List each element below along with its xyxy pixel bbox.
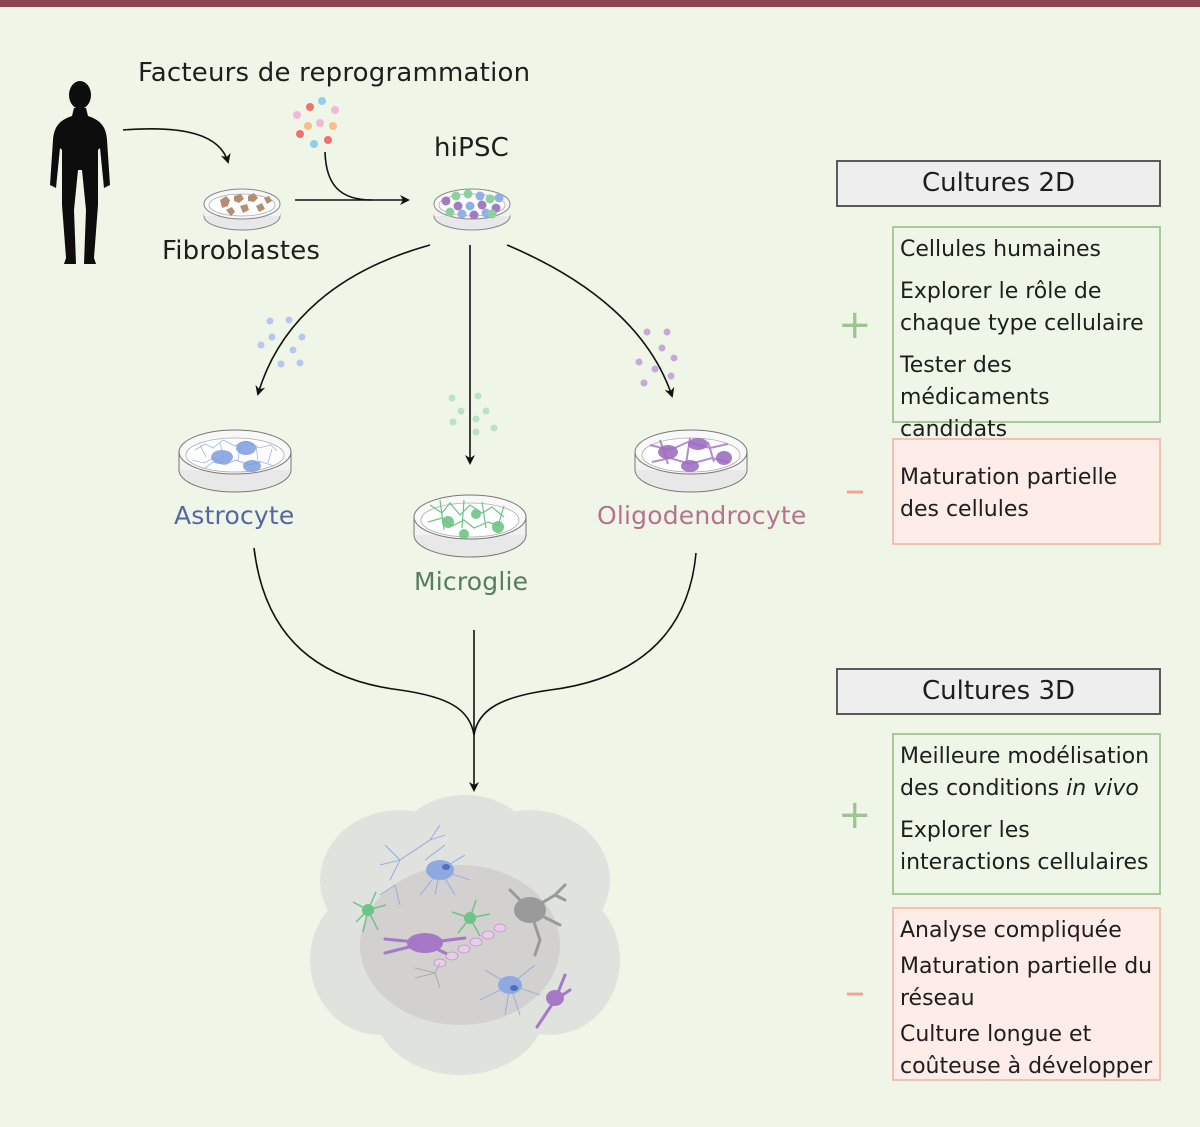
reprogramming-factors-label: Facteurs de reprogrammation [138,58,531,88]
advantage-italic-text: in vivo [1066,776,1139,801]
minus-icon: – [845,467,865,513]
top-accent-bar [0,0,1200,7]
plus-icon: + [838,792,872,838]
advantage-item: Tester des médicaments candidats [900,353,1050,442]
petri-dish-microglia-icon [413,494,527,558]
arrow-factors-to-hipsc [324,151,373,201]
disadvantage-item: Culture longue et coûteuse à développer [900,1022,1153,1079]
arrow-hipsc-to-oligodendrocyte [506,244,675,398]
cultures-2d-disadvantages: Maturation partielle des cellules [892,438,1161,545]
hipsc-label: hiPSC [434,133,510,163]
astrocyte-label: Astrocyte [174,501,295,530]
arrow-oligodendrocyte-to-organoid [473,552,697,736]
organoid-3d-icon [310,795,620,1075]
minus-icon: – [845,969,865,1015]
cultures-2d-advantages: Cellules humaines Explorer le rôle de ch… [892,226,1161,442]
petri-dish-fibroblasts-icon [203,188,281,231]
plus-icon: + [838,302,872,348]
disadvantage-item: Maturation partielle du réseau [900,954,1153,1011]
oligodendrocyte-factors-dots-icon [635,328,678,387]
arrow-astrocyte-to-organoid [253,547,475,736]
cultures-3d-header: Cultures 3D [836,668,1161,715]
disadvantage-item: Maturation partielle des cellules [900,465,1118,522]
astrocyte-factors-dots-icon [257,316,306,368]
advantage-item: Explorer les interactions cellulaires [900,818,1149,875]
microglia-factors-dots-icon [448,392,498,436]
cultures-2d-header: Cultures 2D [836,160,1161,207]
disadvantage-item: Analyse compliquée [900,918,1122,943]
petri-dish-oligodendrocyte-icon [634,429,748,493]
cultures-3d-disadvantages: Analyse compliquée Maturation partielle … [892,907,1161,1081]
reprogramming-factors-dots-icon [293,97,339,148]
arrow-human-to-fibroblasts [122,127,231,164]
advantage-item: Cellules humaines [900,237,1102,262]
oligodendrocyte-label: Oligodendrocyte [597,501,807,530]
human-silhouette-icon [50,81,110,264]
advantage-item: Meilleure modélisation des conditions in… [900,741,1155,805]
cultures-3d-advantages: Meilleure modélisation des conditions in… [892,733,1161,895]
arrow-hipsc-to-astrocyte [255,244,431,396]
advantage-item: Explorer le rôle de chaque type cellulai… [900,279,1144,336]
advantage-text: Meilleure modélisation des conditions [900,744,1150,801]
fibroblasts-label: Fibroblastes [162,236,321,266]
petri-dish-hipsc-icon [433,188,511,231]
microglia-label: Microglie [414,567,529,596]
petri-dish-astrocyte-icon [178,429,292,493]
